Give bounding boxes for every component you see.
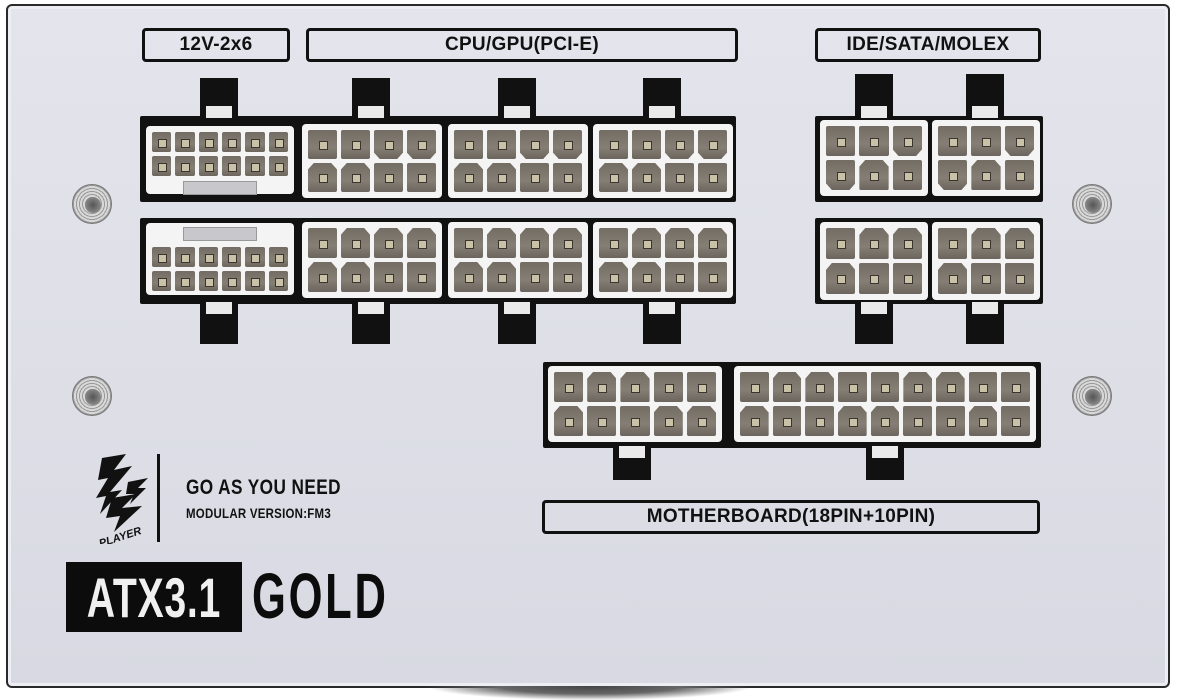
connector-cpu-gpu-3[interactable]: [593, 124, 733, 198]
label-cpu-gpu: CPU/GPU(PCI-E): [306, 28, 738, 62]
connector-cpu-gpu-4[interactable]: [302, 222, 442, 298]
connector-cpu-gpu-5[interactable]: [448, 222, 588, 298]
pcb-tab: [966, 74, 1004, 118]
pcb-tab: [498, 302, 536, 344]
pcb-tab: [200, 302, 238, 344]
pcb-tab: [643, 302, 681, 344]
label-ide-sata-molex: IDE/SATA/MOLEX: [815, 28, 1041, 62]
connector-cpu-gpu-2[interactable]: [448, 124, 588, 198]
pcb-tab: [966, 302, 1004, 344]
brand-logo-icon: PLAYER: [96, 454, 148, 544]
gold-rating-text: GOLD: [252, 560, 389, 632]
pcb-tab: [498, 78, 536, 118]
panel-shadow: [430, 686, 750, 700]
pcb-tab: [866, 446, 904, 480]
modular-version-text: MODULAR VERSION:FM3: [186, 505, 331, 521]
screw-icon: [1072, 376, 1112, 416]
svg-text:PLAYER: PLAYER: [98, 525, 143, 544]
atx-badge: ATX3.1: [66, 562, 242, 632]
pcb-tab: [200, 78, 238, 118]
atx-badge-text: ATX3.1: [86, 565, 222, 629]
label-motherboard: MOTHERBOARD(18PIN+10PIN): [542, 500, 1040, 534]
gold-rating: GOLD: [252, 560, 453, 632]
connector-cpu-gpu-6[interactable]: [593, 222, 733, 298]
connector-cpu-gpu-1[interactable]: [302, 124, 442, 198]
pcb-tab: [855, 74, 893, 118]
connector-peripheral-2[interactable]: [932, 120, 1040, 196]
sense-pins: [183, 227, 257, 241]
connector-peripheral-1[interactable]: [820, 120, 928, 196]
connector-peripheral-3[interactable]: [820, 222, 928, 300]
pcb-tab: [352, 78, 390, 118]
screw-icon: [1072, 184, 1112, 224]
label-12v-2x6: 12V-2x6: [142, 28, 290, 62]
connector-motherboard-10pin[interactable]: [548, 366, 722, 442]
pcb-tab: [643, 78, 681, 118]
screw-icon: [72, 376, 112, 416]
connector-motherboard-18pin[interactable]: [734, 366, 1036, 442]
sense-pins: [183, 181, 257, 195]
brand-divider: [157, 454, 160, 542]
slogan-text: GO AS YOU NEED: [186, 476, 342, 499]
pcb-tab: [352, 302, 390, 344]
pcb-tab: [613, 446, 651, 480]
connector-peripheral-4[interactable]: [932, 222, 1040, 300]
screw-icon: [72, 184, 112, 224]
pcb-tab: [855, 302, 893, 344]
